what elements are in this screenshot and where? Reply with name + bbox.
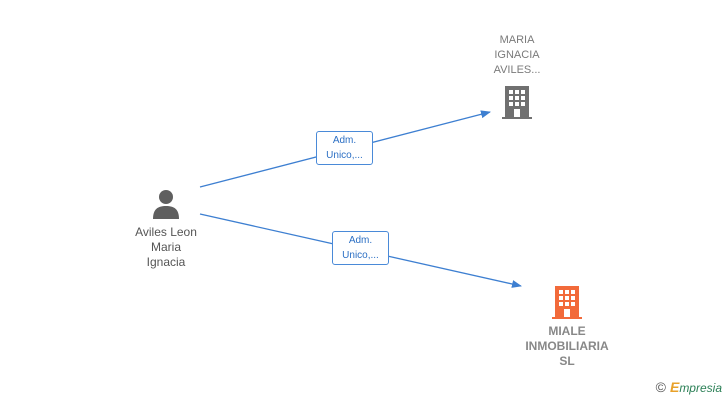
copyright-icon: © <box>655 379 666 395</box>
edge-label-bottom-line2: Unico,... <box>342 250 379 261</box>
building-icon <box>502 86 532 119</box>
company-node-bottom[interactable]: MIALE INMOBILIARIA SL <box>512 284 622 369</box>
person-label: Aviles Leon Maria Ignacia <box>135 225 197 269</box>
edge-label-top[interactable]: Adm. Unico,... <box>316 131 373 165</box>
brand-watermark: ©Empresia <box>656 379 722 395</box>
edge-label-bottom-line1: Adm. <box>348 235 373 246</box>
company-top-label: MARIA IGNACIA AVILES... <box>493 34 541 76</box>
edge-label-bottom[interactable]: Adm. Unico,... <box>332 231 389 265</box>
brand-name: Empresia <box>669 379 722 395</box>
company-node-top[interactable]: MARIA IGNACIA AVILES... <box>472 33 562 120</box>
person-node[interactable]: Aviles Leon Maria Ignacia <box>118 188 214 270</box>
edge-label-top-line1: Adm. <box>332 135 357 146</box>
company-bottom-label: MIALE INMOBILIARIA SL <box>525 324 609 368</box>
building-icon <box>552 286 582 319</box>
edge-label-top-line2: Unico,... <box>326 150 363 161</box>
person-icon <box>153 190 179 219</box>
